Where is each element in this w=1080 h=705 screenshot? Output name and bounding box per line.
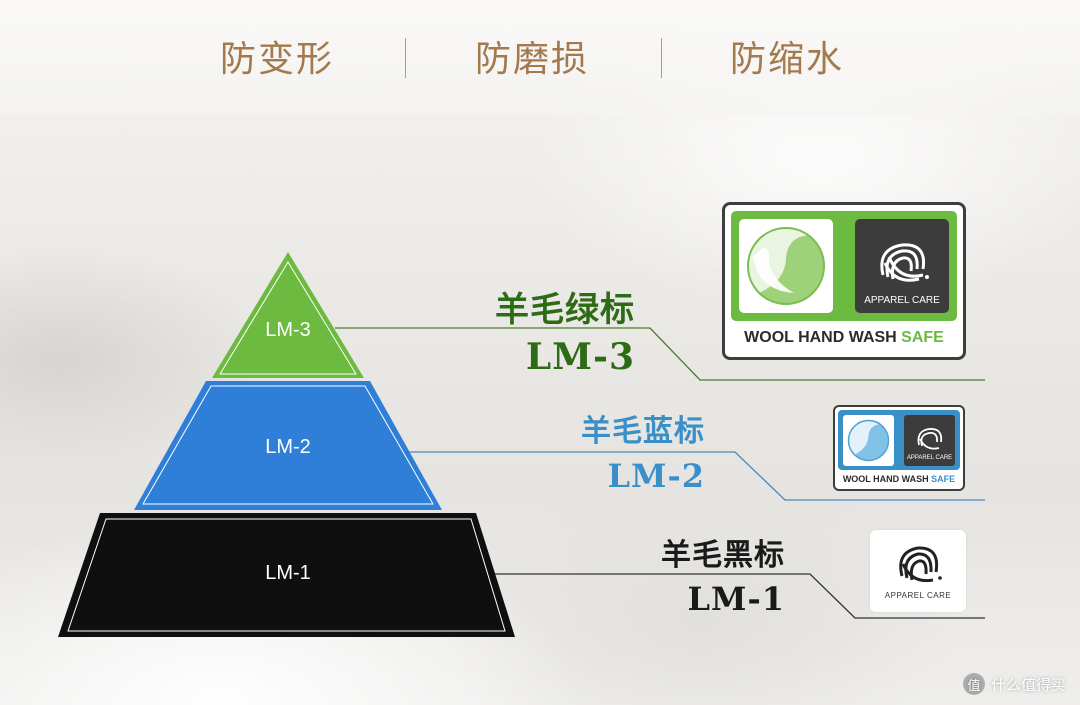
wash-symbol-tile: [739, 219, 833, 313]
badge-blue-panel: APPAREL CARE: [838, 410, 960, 470]
pyramid-level-lm1-outline: [67, 518, 506, 632]
caption-main: WOOL HAND WASH: [842, 474, 932, 484]
badge-green-caption: WOOL HAND WASH SAFE: [725, 329, 963, 347]
label-black-tag-code: LM-1: [687, 580, 785, 618]
woolmark-tile: APPAREL CARE: [855, 219, 949, 313]
apparel-care-text: APPAREL CARE: [884, 591, 952, 600]
leader-line-lm1: [475, 573, 985, 619]
badge-wool-hand-wash-blue: APPAREL CARE WOOL HAND WASH SAFE: [833, 405, 965, 491]
pyramid-level-lm1: [58, 513, 515, 637]
caption-highlight: SAFE: [931, 474, 956, 484]
header-bar: 防变形 防磨损 防缩水: [0, 0, 1080, 115]
watermark-logo-icon: 值: [962, 673, 985, 695]
label-green-tag-code: LM-3: [525, 336, 635, 378]
label-black-tag-cn: 羊毛黑标: [661, 538, 785, 573]
hand-wash-icon: [847, 419, 890, 462]
feature-anti-abrasion: 防磨损: [474, 39, 589, 80]
pyramid-label-lm1: LM-1: [265, 562, 311, 584]
leader-line-lm3: [335, 327, 985, 381]
apparel-care-text: APPAREL CARE: [906, 455, 953, 461]
woolmark-icon: [917, 428, 943, 450]
watermark-text: 什么值得买: [990, 675, 1066, 694]
label-blue-tag-cn: 羊毛蓝标: [581, 414, 705, 449]
pyramid-level-lm3-outline: [219, 261, 357, 375]
label-blue-tag-code: LM-2: [607, 457, 705, 495]
badge-blue-caption: WOOL HAND WASH SAFE: [835, 474, 963, 484]
header-divider: [405, 38, 406, 78]
badge-green-panel: APPAREL CARE: [731, 211, 957, 321]
apparel-care-text: APPAREL CARE: [864, 295, 940, 306]
woolmark-icon: [899, 546, 942, 583]
pyramid-label-lm2: LM-2: [265, 436, 311, 458]
wash-symbol-tile: [843, 415, 894, 466]
woolmark-icon: [880, 243, 929, 282]
label-green-tag-cn: 羊毛绿标: [495, 290, 635, 330]
hand-wash-icon: [747, 227, 825, 305]
caption-main: WOOL HAND WASH: [744, 329, 902, 346]
pyramid-level-lm3: [212, 252, 364, 378]
pyramid-level-lm2-outline: [142, 385, 434, 505]
caption-highlight: SAFE: [901, 329, 944, 346]
woolmark-tile: APPAREL CARE: [904, 415, 955, 466]
badge-apparel-care-black: APPAREL CARE: [870, 530, 966, 612]
pyramid-level-lm2: [134, 381, 442, 510]
feature-anti-shrink: 防缩水: [729, 39, 844, 80]
pyramid-label-lm3: LM-3: [265, 319, 311, 341]
feature-anti-deformation: 防变形: [219, 39, 334, 80]
header-divider: [661, 38, 662, 78]
watermark: 值 什么值得买: [962, 673, 1066, 695]
leader-line-lm2: [408, 451, 985, 501]
badge-wool-hand-wash-green: APPAREL CARE WOOL HAND WASH SAFE: [722, 202, 966, 360]
